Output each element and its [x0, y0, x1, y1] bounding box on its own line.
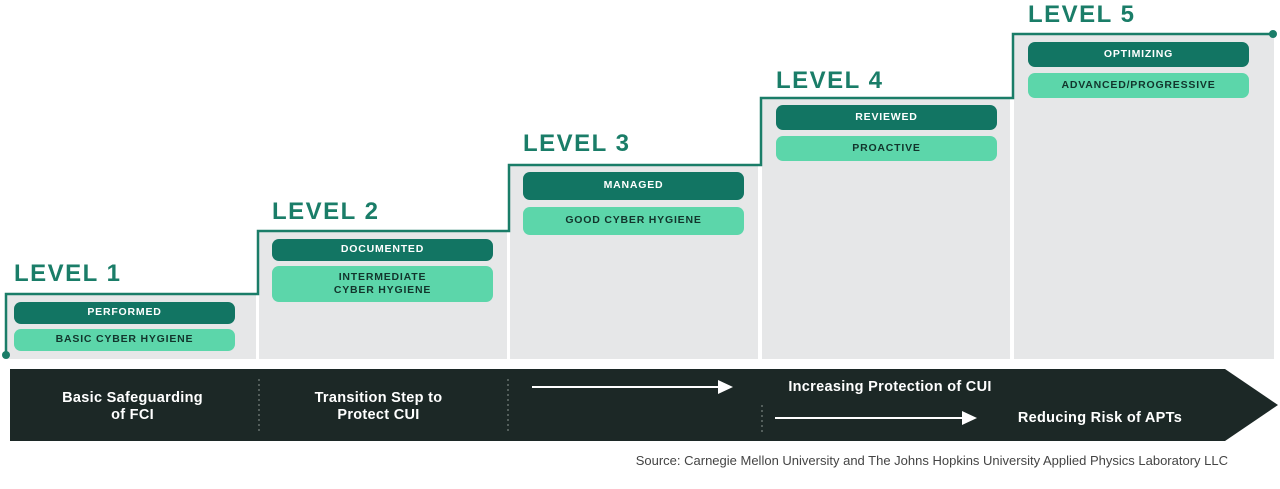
reducing-risk-label: Reducing Risk of APTs — [1017, 410, 1183, 426]
level-4-process-pill: REVIEWED — [776, 105, 997, 130]
band-segment-1-label: Basic Safeguarding of FCI — [62, 390, 203, 424]
level-1-process-label: PERFORMED — [87, 306, 162, 319]
level-4-title: LEVEL 4 — [776, 67, 884, 94]
level-5-title: LEVEL 5 — [1028, 1, 1136, 28]
level-3-title: LEVEL 3 — [523, 130, 631, 157]
staircase-end-dot — [1269, 30, 1277, 38]
level-5-process-pill: OPTIMIZING — [1028, 42, 1249, 67]
level-1-practice-label: BASIC CYBER HYGIENE — [55, 333, 194, 346]
level-3-practice-pill: GOOD CYBER HYGIENE — [523, 207, 744, 235]
level-1-title: LEVEL 1 — [14, 260, 122, 287]
arrow-right-icon-2 — [775, 411, 977, 425]
level-4-practice-pill: PROACTIVE — [776, 136, 997, 161]
level-1-process-pill: PERFORMED — [14, 302, 235, 324]
level-5-process-label: OPTIMIZING — [1103, 47, 1174, 60]
level-3-process-pill: MANAGED — [523, 172, 744, 200]
level-5-practice-label: ADVANCED/PROGRESSIVE — [1061, 78, 1216, 91]
level-1-practice-pill: BASIC CYBER HYGIENE — [14, 329, 235, 351]
level-3-process-label: MANAGED — [603, 179, 664, 192]
level-3-practice-label: GOOD CYBER HYGIENE — [565, 214, 702, 227]
level-2-title: LEVEL 2 — [272, 198, 380, 225]
increasing-protection-label: Increasing Protection of CUI — [788, 379, 992, 395]
level-4-process-label: REVIEWED — [855, 110, 918, 123]
staircase-start-dot — [2, 351, 10, 359]
source-caption: Source: Carnegie Mellon University and T… — [635, 453, 1228, 468]
level-4-practice-label: PROACTIVE — [852, 141, 921, 154]
level-2-process-pill: DOCUMENTED — [272, 239, 493, 261]
band-shape — [10, 369, 1278, 441]
band-segment-2-label: Transition Step to Protect CUI — [314, 390, 443, 424]
level-2-practice-pill: INTERMEDIATE CYBER HYGIENE — [272, 266, 493, 302]
arrow-right-icon-1 — [532, 380, 733, 394]
level-2-practice-label: INTERMEDIATE CYBER HYGIENE — [333, 270, 432, 296]
level-5-practice-pill: ADVANCED/PROGRESSIVE — [1028, 73, 1249, 98]
level-2-process-label: DOCUMENTED — [340, 243, 425, 256]
